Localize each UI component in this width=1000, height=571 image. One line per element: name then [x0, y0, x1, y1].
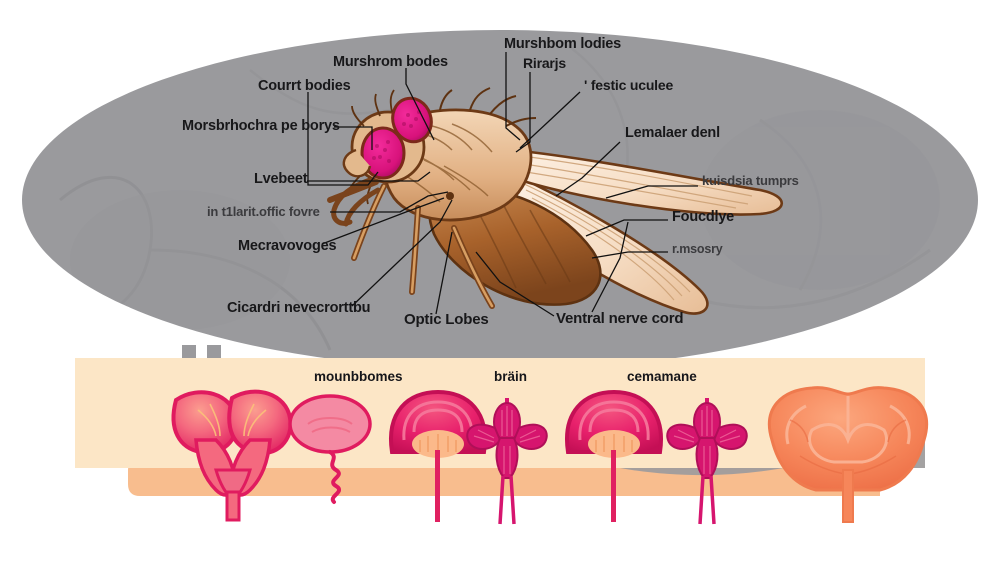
callout-optic-lobes: Optic Lobes — [404, 311, 489, 328]
leader-lines — [307, 52, 698, 317]
callout-ventral-nerve-cord: Ventral nerve cord — [556, 310, 684, 327]
callout-festic-uculee: ' festic uculee — [584, 77, 674, 93]
callout-mushroom-body-peduncle: Morsbrhochra pe borys — [182, 118, 340, 134]
specimen-small-bulb — [288, 394, 372, 504]
callout-circadian-neurocircuit: Cicardri nevecrorttbu — [227, 300, 371, 316]
specimen-winged-ganglion-2 — [666, 398, 748, 525]
callout-count-bodies: Courrt bodies — [258, 78, 351, 94]
callout-mushroom-bodies-left: Murshrom bodes — [333, 54, 448, 70]
specimen-panel — [75, 358, 929, 525]
callout-kuisdsia-tumprs: kuisdsia tumprs — [702, 173, 799, 188]
callout-inhibitory-fibre: in t1larit.offic fovre — [207, 204, 320, 219]
callout-ritaris: Rirarjs — [523, 55, 566, 71]
fly-eye-upper — [391, 96, 433, 144]
callout-rmsosry: r.msosry — [672, 242, 723, 256]
callout-lemalaer-denl: Lemalaer denl — [625, 125, 720, 141]
specimen-winged-ganglion-1 — [466, 398, 548, 525]
callout-lvebeet: Lvebeet — [254, 171, 308, 187]
specimen-large-brain — [767, 386, 929, 523]
fly-wings — [506, 148, 783, 315]
panel-label-mushroom-bodies: mounbbomes — [314, 369, 403, 384]
specimen-brain-dome-1 — [389, 389, 487, 522]
callout-mecanovoges: Mecravovoges — [238, 238, 337, 254]
callout-foucdlye: Foucdlye — [672, 209, 735, 225]
panel-label-cerebellum: cemamane — [627, 369, 697, 384]
specimen-paired-mushroom-bodies — [171, 389, 293, 522]
panel-label-brain: bräin — [494, 369, 528, 384]
callout-mushroom-bodies-right: Murshbom lodies — [504, 36, 622, 52]
fly-illustration — [327, 87, 783, 315]
specimen-brain-dome-2 — [565, 389, 663, 522]
